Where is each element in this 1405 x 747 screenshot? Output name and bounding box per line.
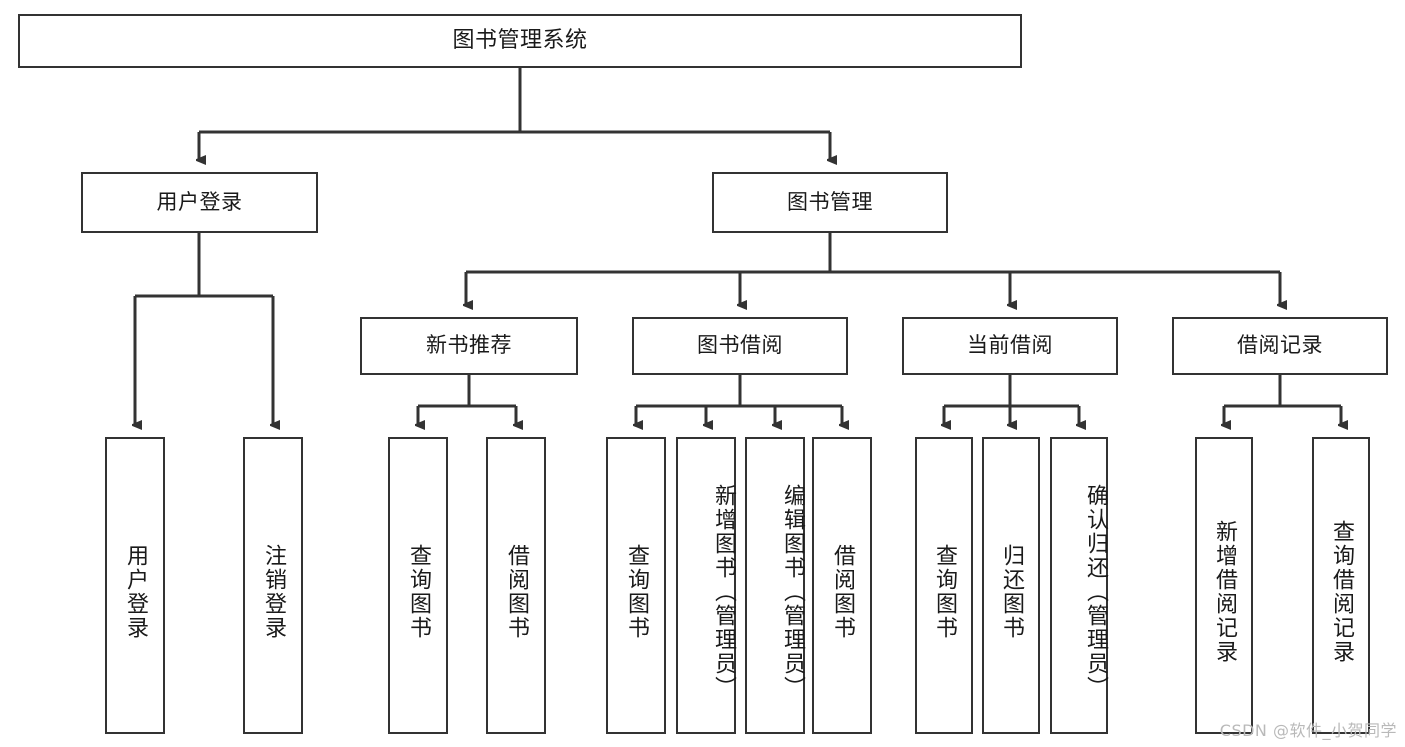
node-label: 查询图书 bbox=[624, 543, 649, 640]
node-label: 新增借阅记录 bbox=[1212, 519, 1237, 664]
node-label: 归还图书 bbox=[999, 543, 1024, 640]
node-current-borrow[interactable]: 当前借阅 bbox=[902, 317, 1118, 375]
watermark-text: CSDN @软件_小贺同学 bbox=[1219, 721, 1397, 740]
leaf-confirm-return-admin[interactable]: 确认归还（管理员） bbox=[1050, 437, 1108, 734]
node-label: 图书管理系统 bbox=[452, 27, 588, 53]
leaf-add-borrow-record[interactable]: 新增借阅记录 bbox=[1195, 437, 1253, 734]
leaf-logout[interactable]: 注销登录 bbox=[243, 437, 303, 734]
node-label: 新增图书（管理员） bbox=[711, 483, 736, 700]
node-book-borrow[interactable]: 图书借阅 bbox=[632, 317, 848, 375]
node-user-login[interactable]: 用户登录 bbox=[81, 172, 318, 233]
node-label: 借阅图书 bbox=[504, 543, 529, 640]
leaf-add-book-admin[interactable]: 新增图书（管理员） bbox=[676, 437, 736, 734]
node-label: 注销登录 bbox=[261, 543, 286, 640]
node-label: 借阅图书 bbox=[830, 543, 855, 640]
leaf-query-book-current[interactable]: 查询图书 bbox=[915, 437, 973, 734]
leaf-borrow-book[interactable]: 借阅图书 bbox=[812, 437, 872, 734]
node-label: 用户登录 bbox=[156, 189, 243, 214]
node-borrow-record[interactable]: 借阅记录 bbox=[1172, 317, 1388, 375]
node-label: 确认归还（管理员） bbox=[1083, 483, 1108, 700]
node-label: 查询图书 bbox=[932, 543, 957, 640]
node-label: 新书推荐 bbox=[426, 333, 512, 358]
node-book-management[interactable]: 图书管理 bbox=[712, 172, 948, 233]
node-root-system[interactable]: 图书管理系统 bbox=[18, 14, 1022, 68]
node-label: 查询图书 bbox=[406, 543, 431, 640]
node-label: 借阅记录 bbox=[1237, 333, 1323, 358]
leaf-query-book-recommend[interactable]: 查询图书 bbox=[388, 437, 448, 734]
node-label: 查询借阅记录 bbox=[1329, 519, 1354, 664]
node-label: 当前借阅 bbox=[967, 333, 1053, 358]
node-label: 用户登录 bbox=[123, 543, 148, 640]
node-label: 编辑图书（管理员） bbox=[780, 483, 805, 700]
leaf-user-login[interactable]: 用户登录 bbox=[105, 437, 165, 734]
leaf-edit-book-admin[interactable]: 编辑图书（管理员） bbox=[745, 437, 805, 734]
leaf-query-borrow-record[interactable]: 查询借阅记录 bbox=[1312, 437, 1370, 734]
leaf-borrow-book-recommend[interactable]: 借阅图书 bbox=[486, 437, 546, 734]
node-label: 图书管理 bbox=[787, 189, 873, 214]
node-new-book-recommend[interactable]: 新书推荐 bbox=[360, 317, 578, 375]
node-label: 图书借阅 bbox=[697, 333, 783, 358]
leaf-return-book[interactable]: 归还图书 bbox=[982, 437, 1040, 734]
leaf-query-book-borrow[interactable]: 查询图书 bbox=[606, 437, 666, 734]
